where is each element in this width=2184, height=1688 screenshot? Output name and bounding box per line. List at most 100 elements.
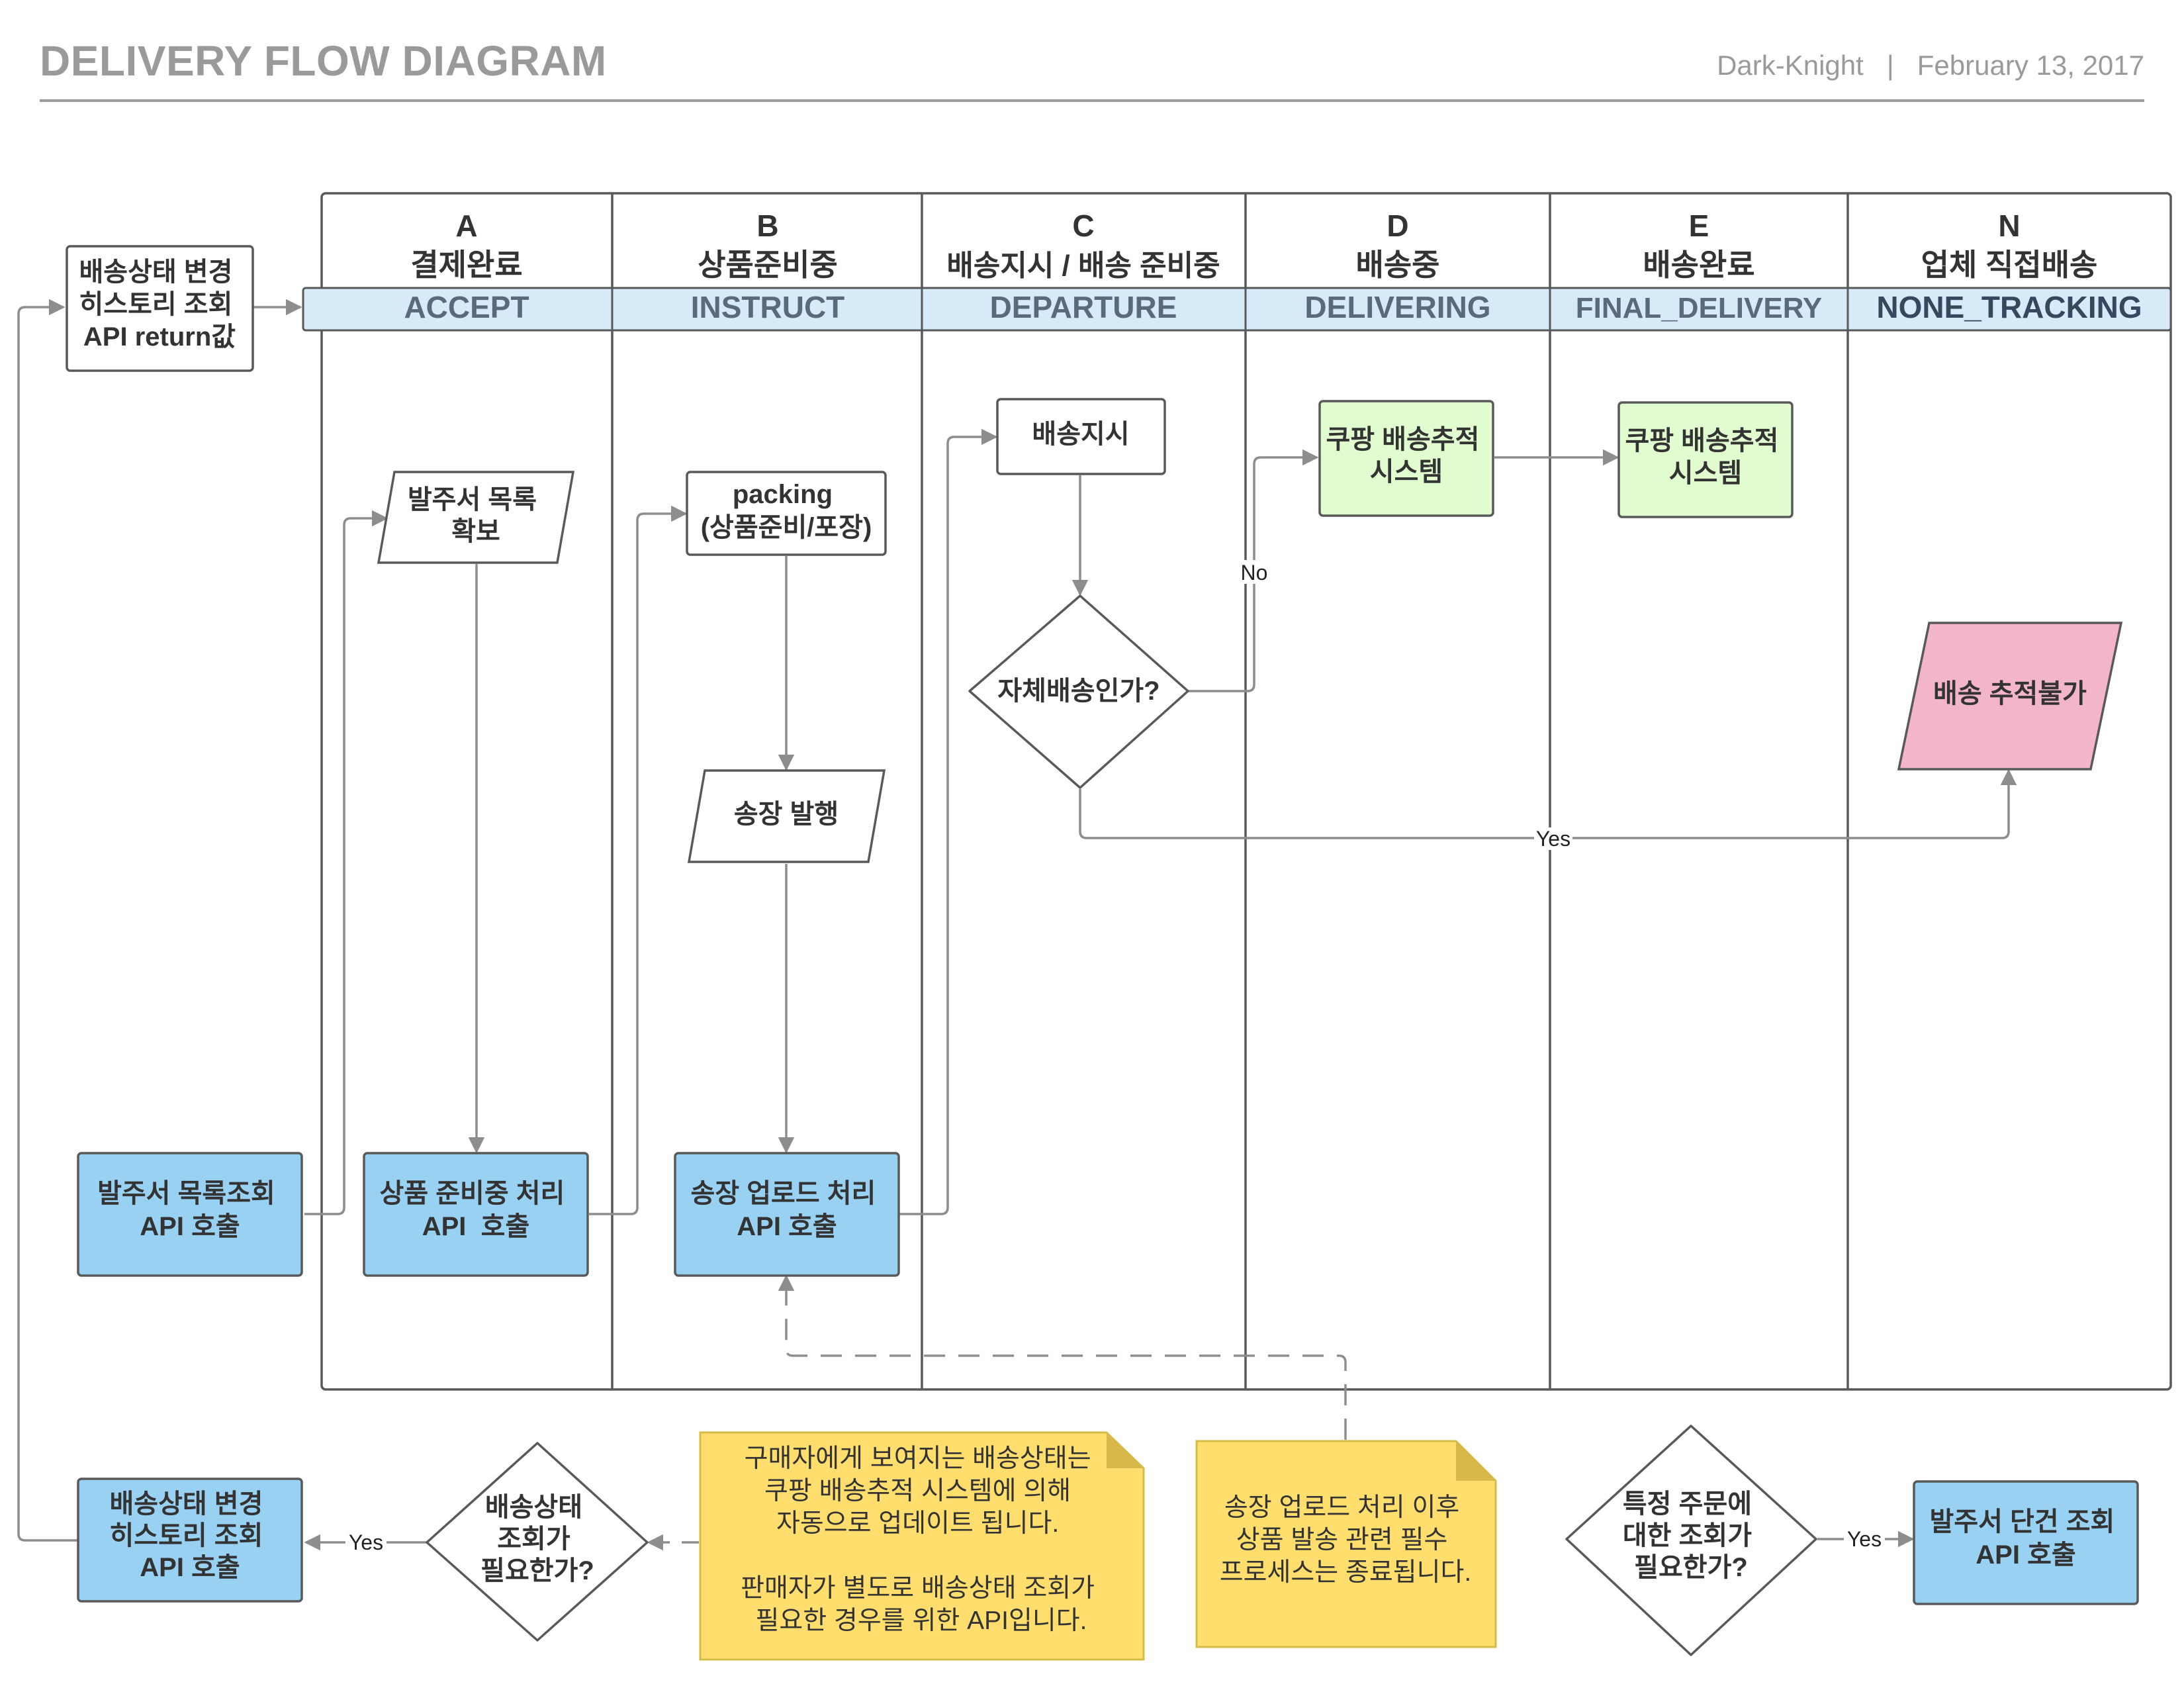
note-text-line: 구매자에게 보여지는 배송상태는 [745,1444,1091,1473]
lane-name: 배송중 [1356,248,1440,282]
shape-text-line: 배송상태 변경 [79,258,232,287]
lane-code: DEPARTURE [990,290,1177,324]
shape-text-line: 발주서 목록조회 [97,1179,275,1208]
lane-code: ACCEPT [404,290,529,324]
shape-text-line: 필요한가? [480,1556,594,1585]
lane-letter: B [756,209,778,243]
lane-code: NONE_TRACKING [1876,290,2142,324]
specific-order-decision: 특정 주문에 대한 조회가 필요한가? [1565,1425,1817,1656]
lane-name: 상품준비중 [698,248,838,282]
shape-text-line: API return값 [83,322,236,352]
shape-text-line: 배송지시 [1032,420,1129,449]
lane-header-a: A 결제완료 ACCEPT [404,209,529,324]
lane-code: INSTRUCT [691,290,845,324]
buyer-status-note: 구매자에게 보여지는 배송상태는 쿠팡 배송추적 시스템에 의해 자동으로 업데… [699,1431,1145,1661]
header-meta: Dark-Knight | February 13, 2017 [1717,50,2144,81]
lane-header-c: C 배송지시 / 배송 준비중 DEPARTURE [946,209,1220,324]
svg-text:발주서 단건 조회 API 호출: 발주서 단건 조회 API 호출 [1930,1507,2122,1570]
connector-prepare-to-packing [589,505,688,1215]
svg-text:송장 업로드 처리 이후 상품 발송 관련 필수: 송장 업로드 처리 이후 상품 발송 관련 필수 프로세스는 종료됩니다. [1220,1493,1471,1587]
lane-header-d: D 배송중 DELIVERING [1304,209,1490,324]
shape-text-line: API 호출 [737,1212,837,1241]
svg-text:쿠팡 배송추적 시스템: 쿠팡 배송추적 시스템 [1326,425,1486,487]
shape-text-line: 발주서 단건 조회 [1930,1507,2115,1536]
lane-name: 결제완료 [410,248,522,282]
connector-note-to-upload [778,1274,1347,1440]
untrackable-shape: 배송 추적불가 [1897,622,2123,771]
shape-text-line: (상품준비/포장) [701,513,872,542]
edge-label-no: No [1241,561,1268,585]
shape-text-line: 대한 조회가 [1623,1521,1752,1550]
history-api-box: 배송상태 변경 히스토리 조회 API 호출 [77,1477,303,1603]
shape-text-line: 시스템 [1669,459,1742,488]
note-text-line: 필요한 경우를 위한 API입니다. [756,1607,1087,1635]
svg-text:배송상태 조회가 필요한가?: 배송상태 조회가 필요한가? [480,1493,594,1585]
shape-text-line: 송장 업로드 처리 [691,1179,876,1208]
note-text-line: 상품 발송 관련 필수 [1236,1526,1448,1554]
connector-upload-to-instruction [899,428,998,1215]
edge-label-yes: Yes [1536,827,1570,851]
edge-labels: No Yes Yes Yes [345,560,1885,1554]
shape-text-line: API 호출 [1976,1540,2075,1570]
status-query-decision: 배송상태 조회가 필요한가? [426,1442,649,1642]
invoice-upload-api-box: 송장 업로드 처리 API 호출 [674,1152,900,1277]
lane-header-n: N 업체 직접배송 NONE_TRACKING [1876,209,2142,324]
order-list-secure-shape: 발주서 목록 확보 [377,471,575,564]
packing-box: packing (상품준비/포장) [686,471,887,556]
svg-text:발주서 목록조회 API 호출: 발주서 목록조회 API 호출 [97,1179,283,1241]
shape-text-line: 특정 주문에 [1623,1489,1752,1519]
shape-text-line: 시스템 [1370,457,1443,487]
author-label: Dark-Knight [1717,50,1864,81]
self-delivery-decision: 자체배송인가? [968,594,1189,789]
shape-text-line: 자체배송인가? [997,677,1160,706]
coupang-tracking-box-e: 쿠팡 배송추적 시스템 [1617,401,1794,518]
swimlane-frame [320,192,2172,1391]
svg-text:구매자에게 보여지는 배송상태는 쿠팡 배송추적: 구매자에게 보여지는 배송상태는 쿠팡 배송추적 시스템에 의해 자동으로 업데… [741,1444,1102,1635]
shape-text-line: 상품 준비중 처리 [380,1179,565,1208]
svg-text:상품 준비중 처리 API 호출: 상품 준비중 처리 API 호출 [380,1179,572,1241]
edge-label-yes: Yes [349,1530,383,1554]
single-order-api-box: 발주서 단건 조회 API 호출 [1913,1480,2139,1605]
lane-letter: E [1689,209,1709,243]
edge-label-yes: Yes [1847,1527,1882,1551]
process-end-note: 송장 업로드 처리 이후 상품 발송 관련 필수 프로세스는 종료됩니다. [1195,1440,1497,1648]
shape-text-line: 조회가 [497,1524,570,1554]
lane-code-band [302,287,2172,332]
shape-text-line: 확보 [451,517,500,546]
lane-letter: A [455,209,477,243]
lane-name: 업체 직접배송 [1921,248,2098,282]
svg-text:쿠팡 배송추적 시스템: 쿠팡 배송추적 시스템 [1625,426,1786,488]
shape-text-line: 필요한가? [1634,1553,1748,1582]
date-label: February 13, 2017 [1917,50,2144,81]
shape-text-line: 배송상태 변경 [109,1489,263,1519]
lane-letter: N [1998,209,2020,243]
note-text-line: 판매자가 별도로 배송상태 조회가 [741,1574,1095,1603]
svg-text:배송상태 변경 히스토리 조회 AP: 배송상태 변경 히스토리 조회 API return값 [79,258,240,352]
connector-history-loop [17,299,78,1542]
shape-text-line: 히스토리 조회 [109,1521,263,1550]
connector-orderlist-to-secure [304,510,388,1215]
shape-text-line: 배송상태 [485,1493,582,1522]
lane-name: 배송지시 / 배송 준비중 [946,250,1220,282]
header-divider [40,99,2144,102]
lane-header-b: B 상품준비중 INSTRUCT [691,209,845,324]
shape-text-line: 송장 발행 [734,800,839,829]
delivery-instruction-box: 배송지시 [996,398,1166,475]
shape-text-line: 히스토리 조회 [79,290,232,319]
order-list-api-box: 발주서 목록조회 API 호출 [77,1152,303,1277]
shape-text-line: API 호출 [140,1553,240,1582]
shape-text-line: 배송 추적불가 [1933,679,2087,708]
history-return-box: 배송상태 변경 히스토리 조회 API return값 [66,245,254,372]
lane-letter: C [1072,209,1094,243]
lane-code: DELIVERING [1304,290,1490,324]
lane-headers: A 결제완료 ACCEPT B 상품준비중 INSTRUCT C 배송지시 / … [404,209,2142,324]
svg-text:송장 업로드 처리 API 호출: 송장 업로드 처리 API 호출 [691,1179,884,1241]
coupang-tracking-box-d: 쿠팡 배송추적 시스템 [1318,400,1494,517]
shape-text-line: 쿠팡 배송추적 [1326,425,1479,454]
meta-separator: | [1886,50,1894,81]
invoice-issue-shape: 송장 발행 [687,769,886,863]
lane-code: FINAL_DELIVERY [1576,292,1822,324]
note-text-line: 프로세스는 종료됩니다. [1220,1558,1471,1587]
lane-letter: D [1387,209,1408,243]
